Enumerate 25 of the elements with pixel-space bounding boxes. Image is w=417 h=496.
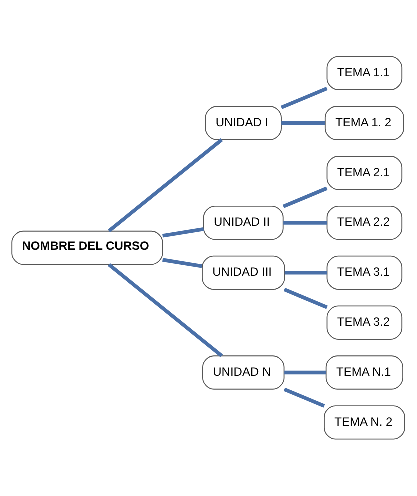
connector xyxy=(108,138,224,233)
node-box: UNIDAD III xyxy=(202,256,286,290)
node-box: UNIDAD II xyxy=(203,206,284,240)
connector xyxy=(162,258,202,268)
connector xyxy=(282,121,326,126)
node-box: UNIDAD N xyxy=(202,356,285,390)
connector xyxy=(162,228,204,238)
node-box: TEMA N. 2 xyxy=(324,406,406,440)
node-box: NOMBRE DEL CURSO xyxy=(12,230,164,266)
connector xyxy=(284,288,328,310)
node-box: TEMA 1.1 xyxy=(326,56,403,90)
node-box: TEMA 2.2 xyxy=(326,206,403,240)
connector xyxy=(284,271,328,275)
node-box: TEMA 3.1 xyxy=(326,256,403,290)
connector xyxy=(280,86,328,110)
connector xyxy=(108,263,224,358)
connector xyxy=(282,186,328,208)
node-box: TEMA 2.1 xyxy=(326,156,403,190)
connector xyxy=(284,388,326,408)
node-box: TEMA 1. 2 xyxy=(324,106,404,140)
connector xyxy=(284,221,328,225)
node-box: UNIDAD I xyxy=(205,106,282,140)
node-box: TEMA N.1 xyxy=(326,356,404,390)
connector xyxy=(284,370,326,375)
node-box: TEMA 3.2 xyxy=(326,306,403,340)
